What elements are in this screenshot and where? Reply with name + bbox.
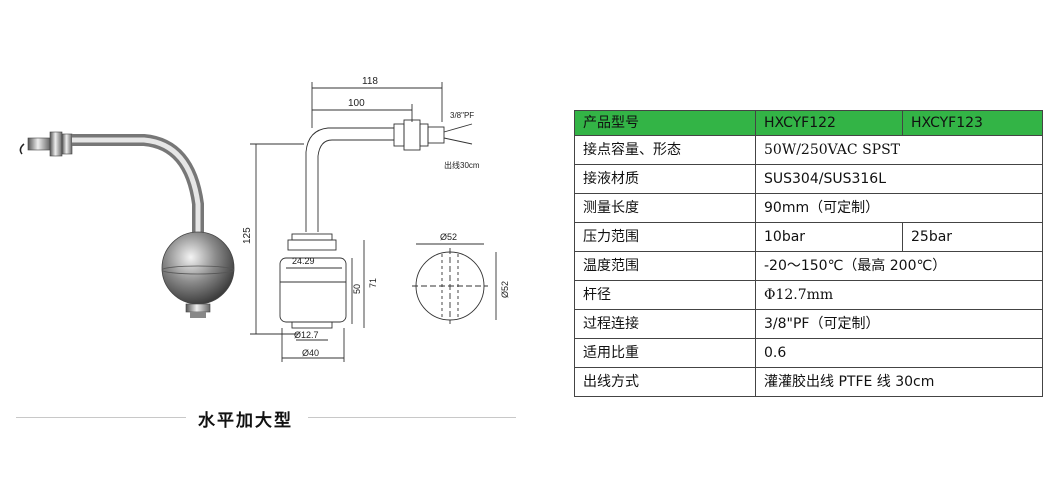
row-value: SUS304/SUS316L [755,164,1043,194]
row-value: 3/8"PF（可定制） [755,309,1043,339]
table-row: 温度范围 -20～150℃（最高 200℃） [574,251,1043,281]
row-value: Φ12.7mm [755,280,1043,310]
row-label: 温度范围 [574,251,756,281]
row-label: 测量长度 [574,193,756,223]
dim-float-height: 50 [352,284,362,294]
row-value: 90mm（可定制） [755,193,1043,223]
row-label: 接点容量、形态 [574,135,756,165]
dim-height: 125 [242,227,253,244]
dim-float-top-dia: 24.29 [292,256,315,266]
spec-header-model-b: HXCYF123 [902,110,1043,136]
table-row: 杆径 Φ12.7mm [574,280,1043,310]
row-value: 灌灌胶出线 PTFE 线 30cm [755,367,1043,397]
spec-table: 产品型号 HXCYF122 HXCYF123 接点容量、形态 50W/250VA… [574,110,1043,397]
caption-divider-left [16,417,186,418]
row-label: 适用比重 [574,338,756,368]
dim-top-view-width: Ø52 [440,232,457,242]
row-value-b: 25bar [902,222,1043,252]
row-label: 出线方式 [574,367,756,397]
dim-thread: 3/8"PF [450,111,474,120]
row-value: -20～150℃（最高 200℃） [755,251,1043,281]
dim-float-dia: Ø40 [302,348,319,358]
product-photo [19,131,235,318]
row-label: 压力范围 [574,222,756,252]
table-row: 接液材质 SUS304/SUS316L [574,164,1043,194]
table-row: 出线方式 灌灌胶出线 PTFE 线 30cm [574,367,1043,397]
caption-area: 水平加大型 [16,402,516,432]
spec-header-model-a: HXCYF122 [755,110,903,136]
dim-float-total: 71 [368,278,378,288]
caption-title: 水平加大型 [198,411,293,431]
row-label: 接液材质 [574,164,756,194]
spec-header-label: 产品型号 [574,110,756,136]
spec-header-row: 产品型号 HXCYF122 HXCYF123 [574,110,1043,136]
row-label: 过程连接 [574,309,756,339]
dim-arm-length: 100 [348,98,365,109]
row-value-a: 10bar [755,222,903,252]
table-row: 接点容量、形态 50W/250VAC SPST [574,135,1043,165]
dim-top-view-height: Ø52 [500,281,510,298]
row-label: 杆径 [574,280,756,310]
dim-stem-dia: Ø12.7 [294,330,319,340]
table-row: 过程连接 3/8"PF（可定制） [574,309,1043,339]
dimension-drawing: 118 100 3/8"PF 出线30cm 125 24.29 50 71 Ø1… [242,76,510,362]
table-row: 测量长度 90mm（可定制） [574,193,1043,223]
table-row: 适用比重 0.6 [574,338,1043,368]
dim-cable: 出线30cm [444,160,480,170]
caption-divider-right [308,417,516,418]
row-value: 0.6 [755,338,1043,368]
dim-total-length: 118 [362,76,378,87]
table-row: 压力范围 10bar 25bar [574,222,1043,252]
row-value: 50W/250VAC SPST [755,135,1043,165]
